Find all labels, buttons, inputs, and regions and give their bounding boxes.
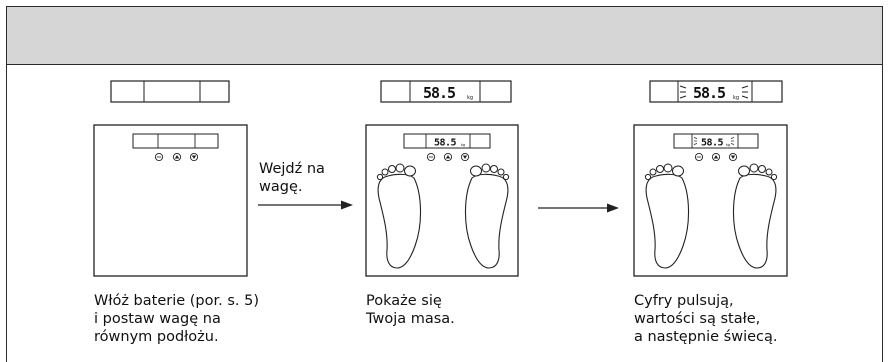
step-2-display-large-value: 58.5 [423, 84, 456, 102]
transition-1-label: Wejdź na wagę. [259, 161, 325, 195]
step-3-scale: 58.5 kg [633, 124, 788, 277]
step-2-scale-display-unit: kg [461, 143, 465, 147]
down-arrow-button-icon [460, 152, 470, 162]
set-button-icon [154, 152, 164, 162]
step-2-display-large: 58.5 kg [380, 80, 512, 103]
step-3-scale-display-unit: kg [726, 143, 730, 147]
set-button-icon [426, 152, 436, 162]
header-band [7, 7, 882, 65]
blink-rays-left [679, 85, 687, 99]
transition-1 [258, 200, 353, 210]
step-2-scale-display: 58.5 kg [403, 133, 491, 149]
up-arrow-button-icon [172, 152, 182, 162]
step-1-caption: Włóż baterie (por. s. 5) i postaw wagę n… [94, 293, 260, 345]
up-arrow-button-icon [443, 152, 453, 162]
up-arrow-button-icon [711, 152, 721, 162]
step-2-display-large-unit: kg [467, 95, 473, 101]
step-3-scale-display-value: 58.5 [701, 138, 724, 149]
step-1-scale [93, 124, 248, 277]
transition-2 [538, 203, 619, 213]
down-arrow-button-icon [728, 152, 738, 162]
step-1-scale-display [132, 133, 219, 149]
step-2: 58.5 kg 58.5 kg [365, 80, 519, 277]
set-button-icon [694, 152, 704, 162]
step-3-display-large-unit: kg [733, 95, 739, 101]
down-arrow-button-icon [189, 152, 199, 162]
step-3-display-large: 58.5 kg [649, 80, 783, 103]
step-2-caption: Pokaże się Twoja masa. [366, 293, 455, 327]
step-2-scale-display-value: 58.5 [434, 138, 457, 149]
step-1-display-large [110, 80, 230, 103]
step-3-display-large-value: 58.5 [693, 84, 726, 102]
blink-rays-right [741, 85, 749, 99]
step-3: 58.5 kg 58 [633, 80, 788, 277]
step-3-caption: Cyfry pulsują, wartości są stałe, a nast… [634, 293, 778, 345]
diagram-frame [6, 6, 883, 362]
step-3-scale-display: 58.5 kg [673, 133, 759, 149]
step-1 [93, 80, 248, 277]
step-2-scale: 58.5 kg [365, 124, 519, 277]
